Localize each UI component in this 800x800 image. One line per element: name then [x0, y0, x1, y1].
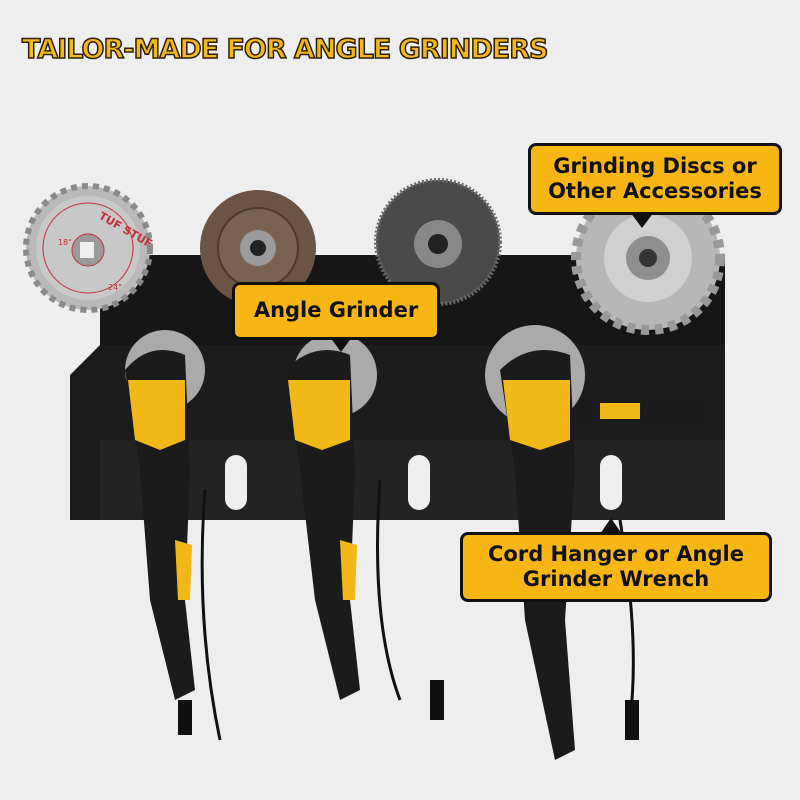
callout-cord-line2: Grinder Wrench	[522, 567, 710, 591]
callout-cord-hanger: Cord Hanger or Angle Grinder Wrench	[460, 532, 772, 602]
callout-tail	[330, 337, 352, 352]
callout-discs-line2: Other Accessories	[548, 179, 762, 203]
callout-tail	[600, 518, 622, 534]
callout-grinder-line1: Angle Grinder	[253, 298, 419, 323]
blade-size-left: 18"	[58, 238, 72, 247]
callout-cord-line1: Cord Hanger or Angle	[488, 541, 744, 566]
headline: TAILOR-MADE FOR ANGLE GRINDERS	[21, 33, 549, 66]
callout-discs-line1: Grinding Discs or	[553, 153, 757, 178]
saw-blade-disc: TUF STUF 18" 24"	[23, 183, 155, 313]
angle-grinder-1	[125, 330, 222, 741]
callout-grinding-discs: Grinding Discs or Other Accessories	[528, 143, 782, 215]
callout-tail	[630, 212, 654, 228]
callout-angle-grinder: Angle Grinder	[232, 282, 440, 340]
flap-disc	[200, 190, 316, 306]
blade-size-right: 24"	[108, 283, 122, 292]
angle-grinder-2	[285, 333, 444, 720]
